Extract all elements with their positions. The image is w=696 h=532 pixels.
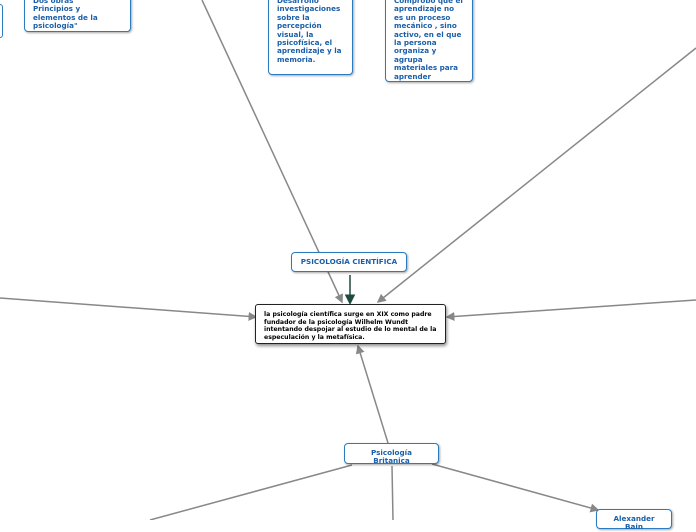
- connector-layer: [0, 0, 696, 520]
- connector-left: [0, 297, 258, 321]
- note-dos-obras[interactable]: Dos obras " Principios y elementos de la…: [24, 0, 131, 32]
- connector-britanica-bottom-left: [149, 464, 353, 520]
- topic-psicologia-cientifica[interactable]: PSICOLOGÍA CIENTÍFICA: [291, 252, 407, 272]
- note-comprobo-text: Comprobó que el aprendizaje no es un pro…: [394, 0, 463, 81]
- note-dos-obras-text: Dos obras " Principios y elementos de la…: [33, 0, 98, 31]
- connector-top-right-diagonal: [376, 47, 696, 303]
- central-topic-text: la psicología científica surge en XIX co…: [264, 311, 437, 341]
- connector-right: [445, 299, 696, 321]
- connector-britanica-bottom: [391, 465, 394, 520]
- note-desarrollo-text: Desarrollo investigaciones sobre la perc…: [277, 0, 342, 64]
- connector-britanica-to-central: [355, 344, 389, 444]
- topic-psicologia-cientifica-label: PSICOLOGÍA CIENTÍFICA: [300, 257, 398, 266]
- note-comprobo[interactable]: Comprobó que el aprendizaje no es un pro…: [385, 0, 473, 82]
- topic-alexander-bain-label: Alexander Bain: [613, 514, 655, 532]
- central-topic[interactable]: la psicología científica surge en XIX co…: [255, 304, 446, 344]
- topic-psicologia-britanica[interactable]: Psicología Britanica: [344, 443, 439, 466]
- topic-alexander-bain[interactable]: Alexander Bain: [596, 509, 672, 532]
- topic-psicologia-britanica-label: Psicología Britanica: [371, 448, 412, 466]
- offscreen-node-edge[interactable]: [0, 4, 3, 38]
- connector-britanica-to-bain: [431, 463, 600, 513]
- note-desarrollo[interactable]: Desarrollo investigaciones sobre la perc…: [268, 0, 353, 75]
- connector-top-left-diagonal: [201, 0, 343, 304]
